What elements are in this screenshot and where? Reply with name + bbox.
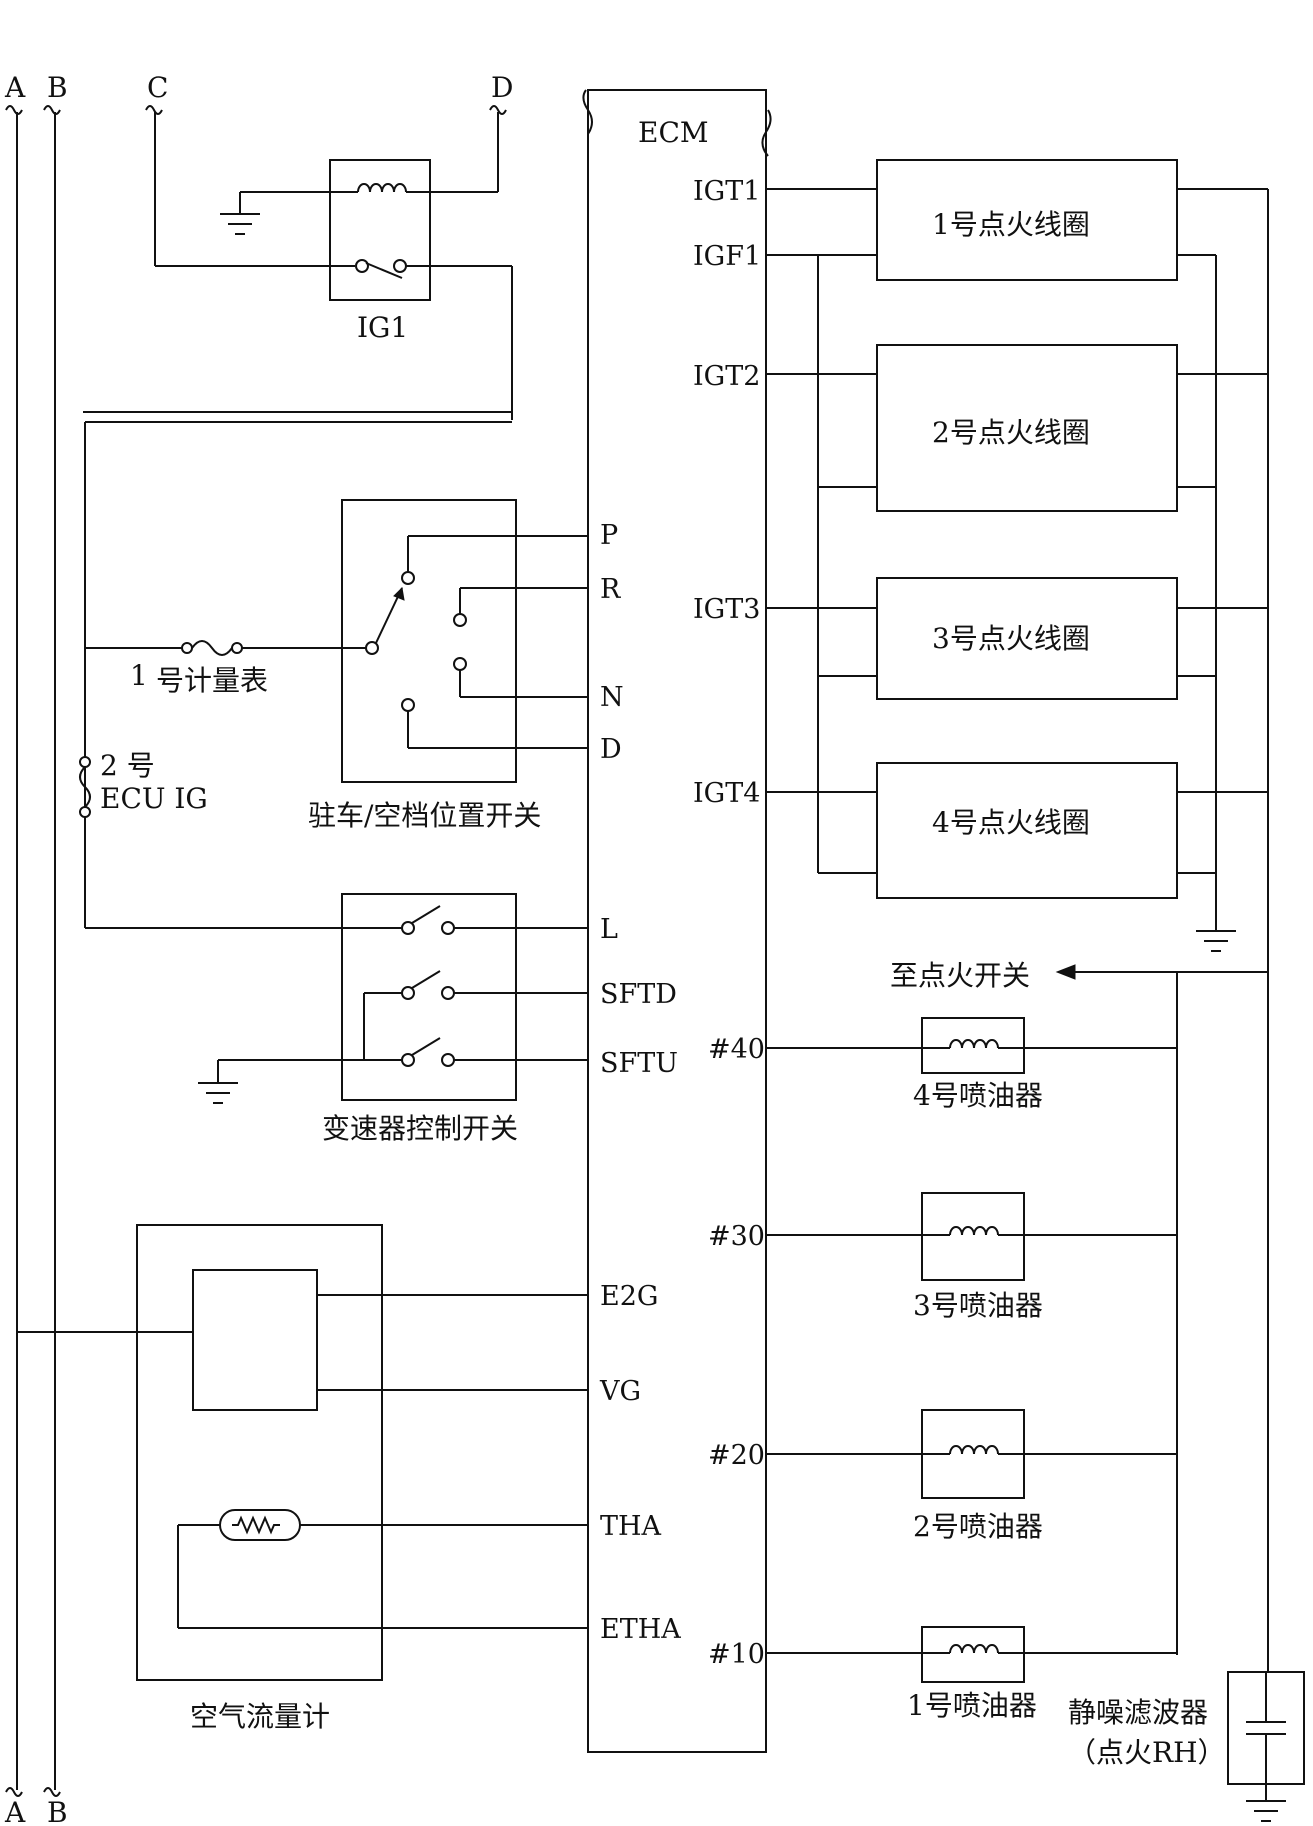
ig1-label: IG1 xyxy=(357,311,408,344)
ecu-ig-fuse: 2 号 ECU IG xyxy=(79,749,208,818)
injector-1 xyxy=(921,1626,1025,1683)
d-contact xyxy=(401,698,415,712)
injector-3 xyxy=(921,1192,1025,1281)
park-neutral-switch: 1 号计量表 驻车/空档位置开关 P R N D xyxy=(85,499,624,832)
pin-n20: #20 xyxy=(708,1440,765,1471)
bus-c-label: C xyxy=(147,71,168,104)
pin-igt3: IGT3 xyxy=(693,594,760,625)
pin-n: N xyxy=(600,682,624,713)
coil-3-label: 3号点火线圈 xyxy=(932,622,1090,655)
pin-vg: VG xyxy=(599,1376,641,1407)
relay-coil-icon xyxy=(357,183,407,193)
pin-p: P xyxy=(600,520,618,551)
relay-contact xyxy=(355,259,369,273)
ecm-title: ECM xyxy=(638,116,709,149)
injectors: 至点火开关 #40 #30 #20 #10 4号喷油器 3号喷油器 2号喷油器 … xyxy=(708,959,1268,1722)
bus-a-label-top: A xyxy=(4,71,26,104)
pin-n10: #10 xyxy=(708,1639,765,1670)
pin-igt2: IGT2 xyxy=(693,361,760,392)
p-contact xyxy=(401,571,415,585)
bus-b-label-top: B xyxy=(47,71,68,104)
ecm-module: ECM xyxy=(582,89,772,1753)
injector-coil-icon xyxy=(949,1226,999,1236)
park-neutral-switch-box xyxy=(341,499,517,783)
transmission-switch-label: 变速器控制开关 xyxy=(322,1112,518,1145)
air-flow-sensor-block xyxy=(192,1269,318,1411)
noise-filter-sublabel: （点火RH） xyxy=(1068,1736,1226,1769)
ignition-coil-4 xyxy=(876,762,1178,899)
bus-a-label-bottom: A xyxy=(4,1796,26,1826)
injector-4-label: 4号喷油器 xyxy=(913,1079,1043,1112)
ignition-coil-3 xyxy=(876,577,1178,700)
bus-lines: A B A B xyxy=(4,71,68,1826)
noise-filter-label: 静噪滤波器 xyxy=(1068,1696,1208,1729)
arrow-left-icon xyxy=(1055,964,1076,980)
coil-4-label: 4号点火线圈 xyxy=(932,806,1090,839)
relay-switch-icon xyxy=(365,262,403,279)
bus-d-label: D xyxy=(491,71,513,104)
pin-d: D xyxy=(600,734,622,765)
gauge-fuse-label: 号计量表 xyxy=(156,664,268,697)
pin-n40: #40 xyxy=(708,1034,765,1065)
pin-igf1: IGF1 xyxy=(693,241,761,272)
pin-n30: #30 xyxy=(708,1221,765,1252)
coil-1-label: 1号点火线圈 xyxy=(932,208,1090,241)
ignition-coil-2 xyxy=(876,344,1178,512)
pin-sftu: SFTU xyxy=(600,1048,678,1079)
pin-sftd: SFTD xyxy=(600,979,677,1010)
injector-coil-icon xyxy=(949,1039,999,1049)
ignition-coils: IGT1 IGF1 IGT2 IGT3 IGT4 1号点火线圈 2号点火线圈 3… xyxy=(693,159,1269,1672)
n-contact xyxy=(453,657,467,671)
pin-igt4: IGT4 xyxy=(693,778,760,809)
injector-coil-icon xyxy=(949,1644,999,1654)
ecu-fuse-num: 2 号 xyxy=(100,749,155,782)
pin-l: L xyxy=(600,914,618,945)
pin-etha: ETHA xyxy=(600,1614,681,1645)
transmission-switch-box xyxy=(341,893,517,1101)
r-contact xyxy=(453,613,467,627)
ignition-coil-1 xyxy=(876,159,1178,281)
ecu-fuse-label: ECU IG xyxy=(100,782,208,815)
air-flow-meter-label: 空气流量计 xyxy=(190,1700,330,1733)
noise-filter: 静噪滤波器 （点火RH） xyxy=(1068,1671,1305,1822)
ig1-relay-circuit: C D IG1 xyxy=(83,71,513,928)
injector-1-label: 1号喷油器 xyxy=(907,1689,1037,1722)
air-flow-meter: 空气流量计 E2G VG THA ETHA xyxy=(17,1224,681,1733)
park-neutral-switch-label: 驻车/空档位置开关 xyxy=(308,799,541,832)
gauge-fuse-num: 1 xyxy=(130,659,148,692)
coil-2-label: 2号点火线圈 xyxy=(932,416,1090,449)
ig1-relay-box xyxy=(329,159,431,301)
injector-2-label: 2号喷油器 xyxy=(913,1510,1043,1543)
pin-r: R xyxy=(600,574,621,605)
pin-tha: THA xyxy=(600,1511,662,1542)
ecu-ig-fuse-icon xyxy=(79,766,91,808)
pin-igt1: IGT1 xyxy=(693,176,760,207)
injector-coil-icon xyxy=(949,1445,999,1455)
transmission-switch: 变速器控制开关 L SFTD SFTU xyxy=(85,893,678,1145)
to-ignition-switch-label: 至点火开关 xyxy=(890,959,1030,992)
pin-e2g: E2G xyxy=(600,1281,658,1312)
injector-3-label: 3号喷油器 xyxy=(913,1289,1043,1322)
bus-b-label-bottom: B xyxy=(47,1796,68,1826)
gauge-fuse-icon xyxy=(191,640,233,656)
